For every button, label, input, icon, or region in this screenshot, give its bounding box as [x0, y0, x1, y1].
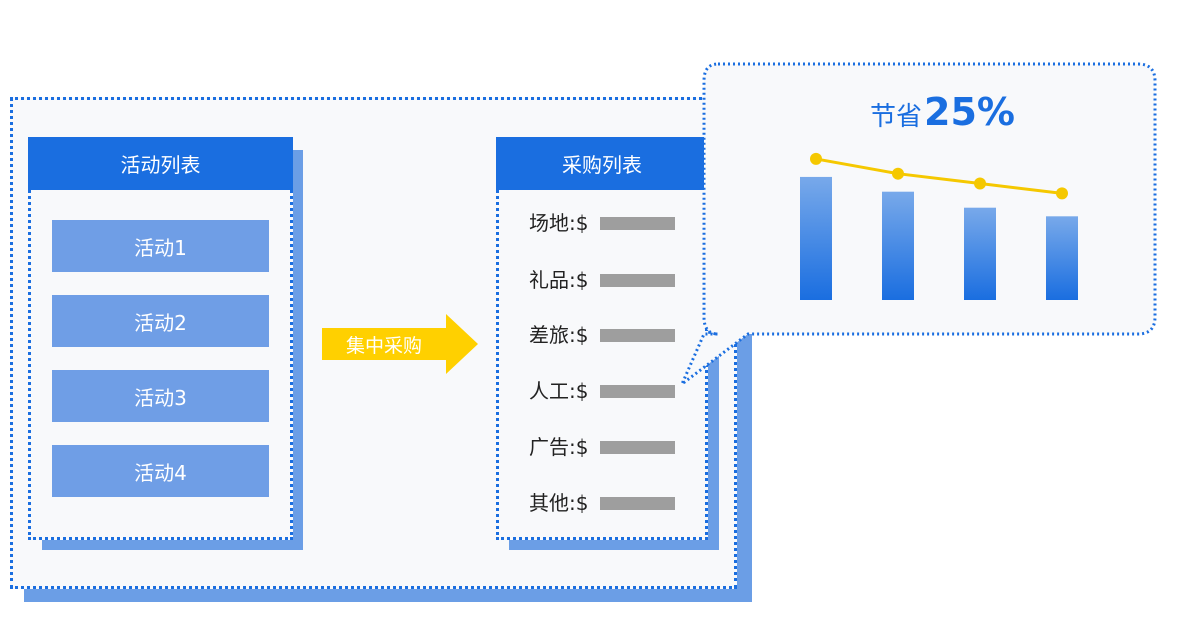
- savings-chart: [800, 152, 1078, 300]
- amount-bar: [600, 329, 675, 342]
- procurement-row: 礼品:$: [499, 265, 705, 295]
- activity-item[interactable]: 活动4: [52, 445, 269, 497]
- procurement-row: 差旅:$: [499, 320, 705, 350]
- row-label: 差旅:$: [529, 323, 589, 347]
- activity-item[interactable]: 活动1: [52, 220, 269, 272]
- amount-bar: [600, 274, 675, 287]
- trend-point: [892, 167, 904, 180]
- savings-title: 节省 25%: [870, 90, 1030, 140]
- procurement-row: 其他:$: [499, 488, 705, 518]
- flow-arrow-label: 集中采购: [346, 335, 422, 357]
- procurement-panel: 采购列表 场地:$ 礼品:$ 差旅:$ 人工:$ 广告:$ 其他:$: [496, 137, 708, 540]
- activity-panel-title: 活动列表: [28, 137, 293, 190]
- flow-arrow: 集中采购: [322, 314, 478, 374]
- amount-bar: [600, 385, 675, 398]
- amount-bar: [600, 441, 675, 454]
- trend-point: [1056, 187, 1068, 200]
- row-label: 礼品:$: [529, 268, 589, 292]
- procurement-row: 场地:$: [499, 208, 705, 238]
- chart-bar: [1046, 216, 1078, 300]
- activity-item[interactable]: 活动2: [52, 295, 269, 347]
- savings-prefix: 节省: [870, 102, 923, 132]
- chart-bar: [964, 207, 996, 300]
- procurement-panel-title: 采购列表: [496, 137, 708, 190]
- activity-panel: 活动列表 活动1 活动2 活动3 活动4: [28, 137, 293, 540]
- procurement-row: 人工:$: [499, 376, 705, 406]
- savings-percent: 25%: [924, 90, 1015, 134]
- arrow-shape: [322, 314, 478, 374]
- procurement-row: 广告:$: [499, 432, 705, 462]
- activity-item[interactable]: 活动3: [52, 370, 269, 422]
- row-label: 其他:$: [529, 491, 589, 515]
- row-label: 人工:$: [529, 379, 589, 403]
- row-label: 场地:$: [529, 211, 589, 235]
- chart-bar: [882, 191, 914, 300]
- chart-bar: [800, 176, 832, 300]
- savings-bubble: [678, 62, 1157, 388]
- trend-line: [815, 157, 1063, 195]
- row-label: 广告:$: [529, 435, 589, 459]
- trend-point: [810, 152, 822, 165]
- amount-bar: [600, 497, 675, 510]
- amount-bar: [600, 217, 675, 230]
- bubble-shape: [678, 62, 1157, 388]
- trend-point: [974, 177, 986, 190]
